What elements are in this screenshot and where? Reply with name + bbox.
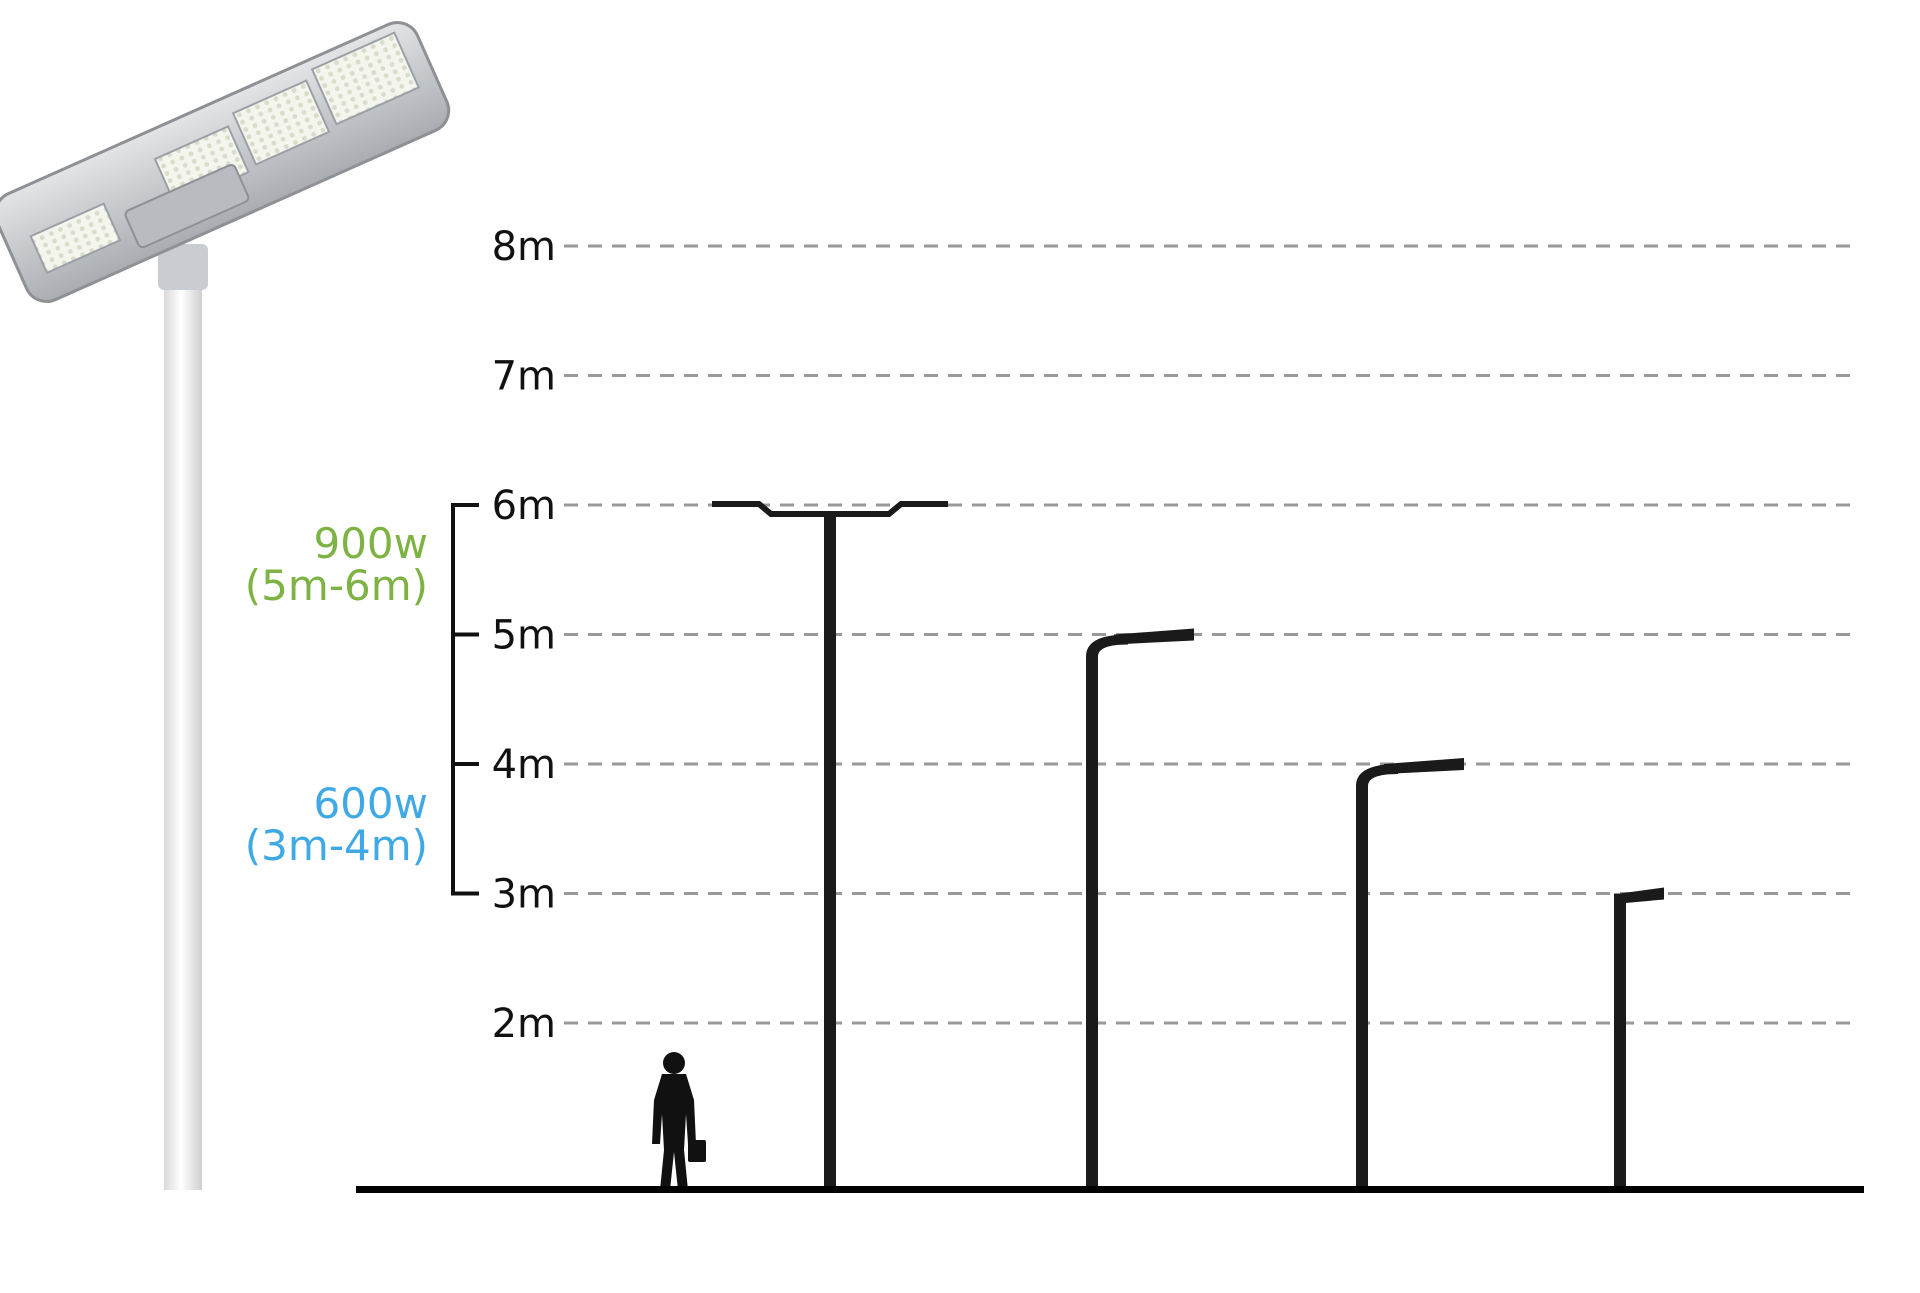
pole-shaft: [1086, 656, 1098, 1186]
led-module-3: [231, 79, 331, 166]
pole-shaft: [824, 513, 836, 1186]
pole-shaft: [1356, 786, 1368, 1186]
height-gridlines: [564, 244, 1854, 1025]
height-label-5m: 5m: [492, 613, 556, 659]
led-module-4: [310, 31, 421, 126]
street-pole-5m: [1086, 628, 1194, 1186]
ground-line: [356, 1186, 1864, 1193]
led-module-1: [29, 202, 122, 275]
height-label-7m: 7m: [492, 354, 556, 400]
pole-double-arm: [712, 501, 948, 517]
pole-lamp-head: [1384, 758, 1464, 774]
height-label-6m: 6m: [492, 483, 556, 529]
height-labels: 8m 7m 6m 5m 4m 3m 2m: [492, 224, 556, 1047]
wattage-900-range: (5m-6m): [245, 561, 428, 610]
pole-lamp-head: [1620, 887, 1664, 904]
height-label-4m: 4m: [492, 742, 556, 788]
solar-street-light-icon: [0, 21, 451, 1190]
street-pole-6m: [712, 501, 948, 1186]
pole-shaft: [1614, 893, 1626, 1186]
product-mount-plate: [124, 164, 250, 249]
product-pole-bracket: [158, 244, 208, 290]
street-pole-4m: [1356, 758, 1464, 1186]
product-pole: [164, 280, 202, 1190]
street-pole-3m: [1614, 887, 1664, 1186]
wattage-600-label: 600w: [313, 779, 428, 828]
wattage-900-label: 900w: [313, 519, 428, 568]
height-label-8m: 8m: [492, 224, 556, 270]
pole-lamp-head: [1114, 628, 1194, 645]
person-with-briefcase-silhouette: [652, 1052, 706, 1190]
height-label-3m: 3m: [492, 872, 556, 918]
height-label-2m: 2m: [492, 1001, 556, 1047]
wattage-600-range: (3m-4m): [245, 821, 428, 870]
street-poles: [712, 501, 1664, 1186]
wattage-range-bracket: [451, 503, 479, 896]
